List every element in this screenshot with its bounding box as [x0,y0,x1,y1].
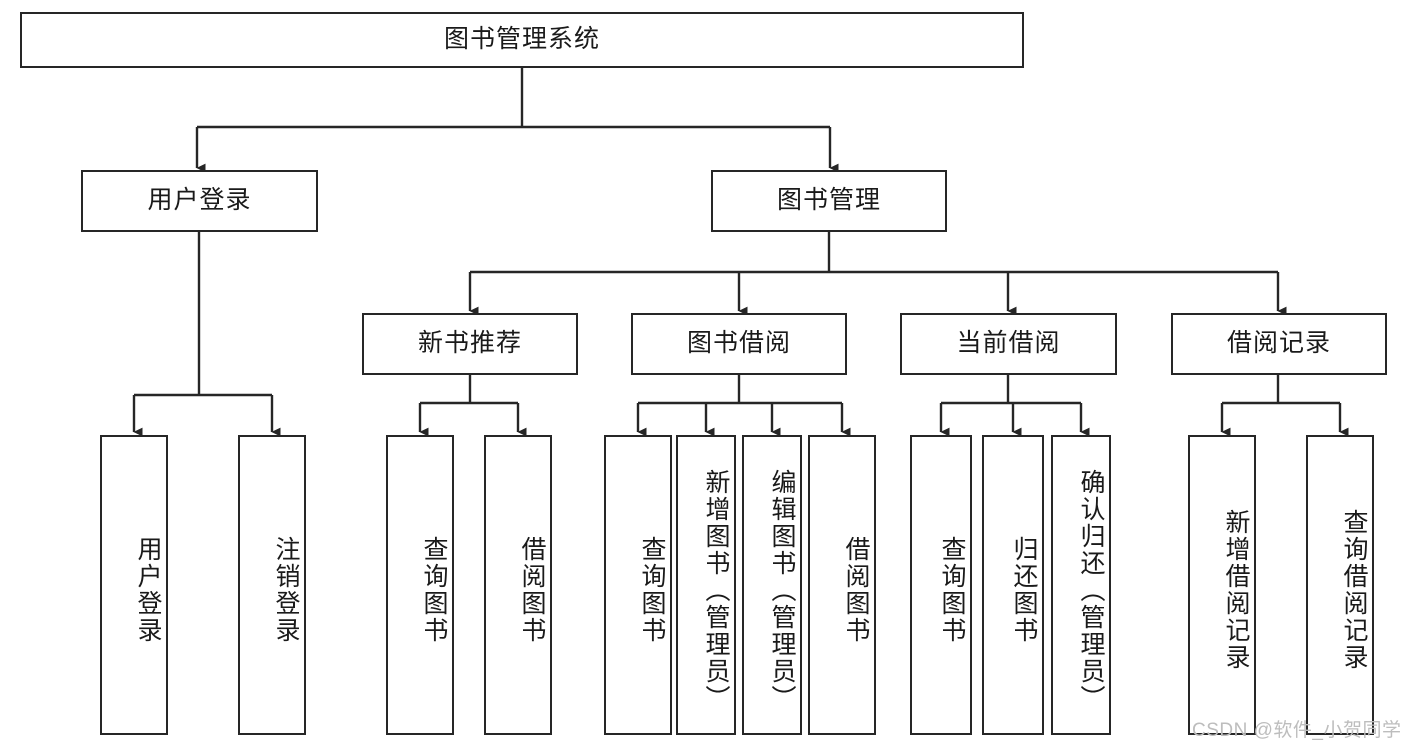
leaf-edit-book-admin[interactable]: 编辑图书（管理员） [742,435,802,735]
leaf-add-book-admin-label: 新增图书（管理员） [702,468,730,712]
leaf-edit-book-admin-label: 编辑图书（管理员） [768,468,796,712]
leaf-confirm-return-admin-label: 确认归还（管理员） [1077,468,1105,712]
leaf-query-borrow-record[interactable]: 查询借阅记录 [1306,435,1374,735]
node-user-login[interactable]: 用户登录 [81,170,318,232]
node-borrow-record-label: 借阅记录 [1226,329,1331,358]
node-new-book-recommend[interactable]: 新书推荐 [362,313,578,375]
leaf-add-book-admin[interactable]: 新增图书（管理员） [676,435,736,735]
leaf-borrow-book-new[interactable]: 借阅图书 [484,435,552,735]
leaf-query-book-current[interactable]: 查询图书 [910,435,972,735]
node-user-login-label: 用户登录 [147,186,252,215]
node-root[interactable]: 图书管理系统 [20,12,1024,68]
node-current-borrow-label: 当前借阅 [956,329,1061,358]
watermark: CSDN @软件_小贺同学 [1192,720,1402,741]
node-book-borrow[interactable]: 图书借阅 [631,313,847,375]
node-root-label: 图书管理系统 [443,25,600,54]
leaf-query-book-new-label: 查询图书 [420,536,448,644]
leaf-borrow-book-label: 借阅图书 [842,536,870,644]
leaf-query-book-borrow[interactable]: 查询图书 [604,435,672,735]
leaf-confirm-return-admin[interactable]: 确认归还（管理员） [1051,435,1111,735]
leaf-borrow-book[interactable]: 借阅图书 [808,435,876,735]
leaf-return-book-label: 归还图书 [1010,536,1038,644]
leaf-return-book[interactable]: 归还图书 [982,435,1044,735]
leaf-borrow-book-new-label: 借阅图书 [518,536,546,644]
leaf-query-borrow-record-label: 查询借阅记录 [1340,509,1368,671]
leaf-logout[interactable]: 注销登录 [238,435,306,735]
node-book-management-label: 图书管理 [776,186,881,215]
leaf-query-book-borrow-label: 查询图书 [638,536,666,644]
leaf-add-borrow-record[interactable]: 新增借阅记录 [1188,435,1256,735]
node-book-borrow-label: 图书借阅 [686,329,791,358]
node-borrow-record[interactable]: 借阅记录 [1171,313,1387,375]
node-book-management[interactable]: 图书管理 [711,170,947,232]
leaf-user-login-label: 用户登录 [134,536,162,644]
leaf-query-book-new[interactable]: 查询图书 [386,435,454,735]
leaf-query-book-current-label: 查询图书 [938,536,966,644]
node-new-book-recommend-label: 新书推荐 [417,329,522,358]
leaf-user-login[interactable]: 用户登录 [100,435,168,735]
leaf-logout-label: 注销登录 [272,536,300,644]
leaf-add-borrow-record-label: 新增借阅记录 [1222,509,1250,671]
node-current-borrow[interactable]: 当前借阅 [900,313,1117,375]
